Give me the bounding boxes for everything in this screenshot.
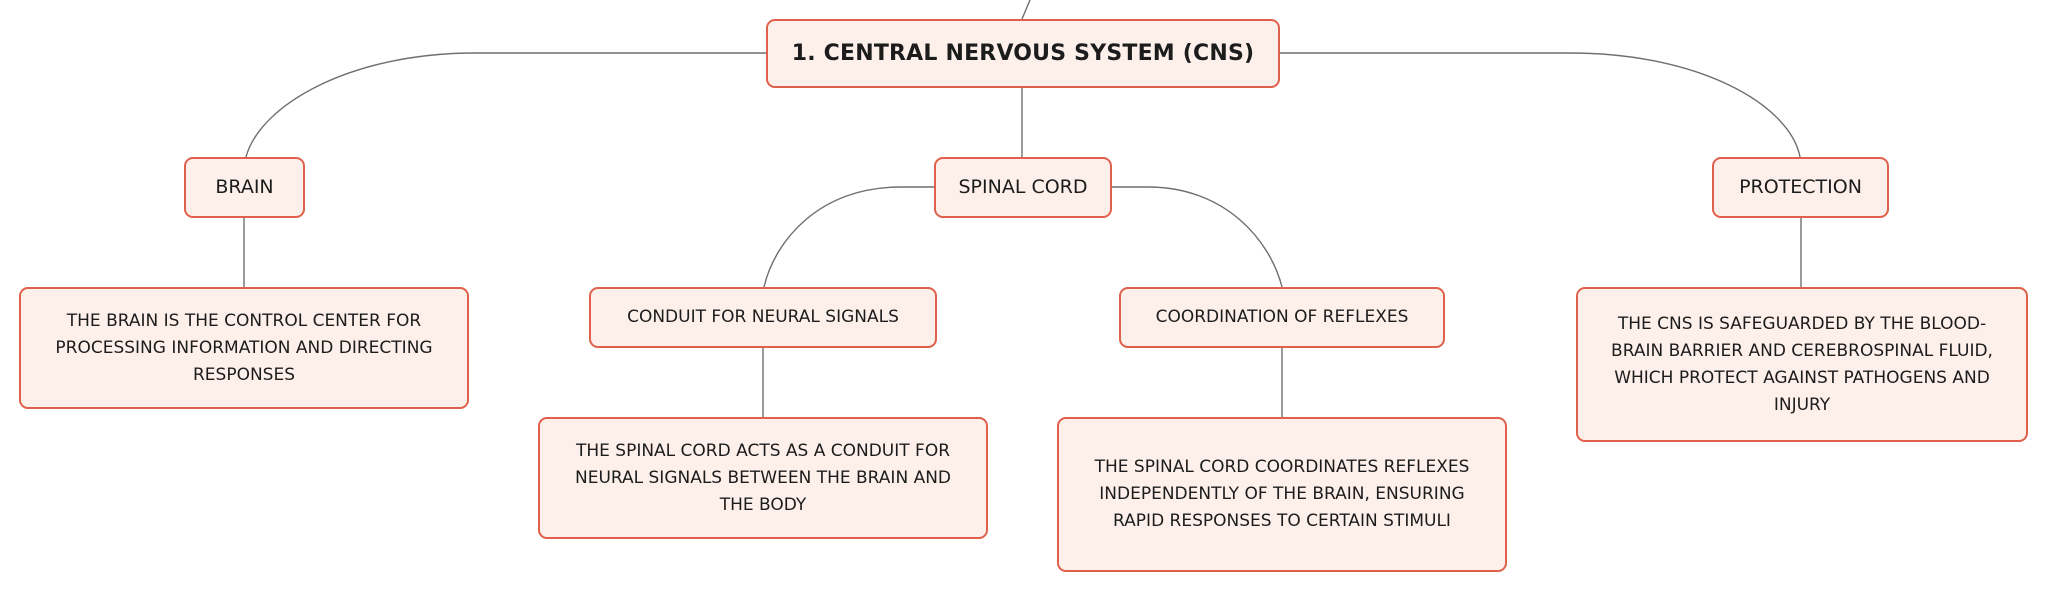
reflexes-node[interactable]: Coordination of reflexes bbox=[1119, 287, 1445, 348]
conduit-label: Conduit for neural signals bbox=[627, 307, 899, 327]
reflexes-label: Coordination of reflexes bbox=[1155, 307, 1409, 327]
brain-label: Brain bbox=[215, 176, 274, 198]
protection-description-node[interactable]: The CNS is safeguarded by the blood-brai… bbox=[1576, 287, 2028, 442]
spinal-cord-node[interactable]: Spinal Cord bbox=[934, 157, 1112, 218]
reflexes-description-node[interactable]: The spinal cord coordinates reflexes ind… bbox=[1057, 417, 1507, 572]
brain-node[interactable]: Brain bbox=[184, 157, 305, 218]
conduit-description: The spinal cord acts as a conduit for ne… bbox=[574, 440, 952, 515]
protection-node[interactable]: Protection bbox=[1712, 157, 1889, 218]
brain-description-node[interactable]: The brain is the control center for proc… bbox=[19, 287, 469, 409]
connector-spinal-to-conduit bbox=[763, 186, 934, 288]
brain-description: The brain is the control center for proc… bbox=[55, 310, 433, 385]
reflexes-description: The spinal cord coordinates reflexes ind… bbox=[1094, 457, 1470, 531]
connector-spinal-to-reflexes bbox=[1111, 186, 1283, 288]
connector-root-to-brain bbox=[245, 52, 766, 158]
connector-parent-to-root bbox=[1021, 0, 1031, 20]
conduit-description-node[interactable]: The spinal cord acts as a conduit for ne… bbox=[538, 417, 988, 539]
root-label: 1. Central Nervous System (CNS) bbox=[791, 41, 1255, 66]
conduit-node[interactable]: Conduit for neural signals bbox=[589, 287, 937, 348]
spinal-cord-label: Spinal Cord bbox=[958, 176, 1088, 198]
root-node[interactable]: 1. Central Nervous System (CNS) bbox=[766, 19, 1280, 88]
connector-root-to-protection bbox=[1279, 52, 1801, 158]
protection-description: The CNS is safeguarded by the blood-brai… bbox=[1611, 313, 1993, 415]
protection-label: Protection bbox=[1739, 176, 1862, 198]
